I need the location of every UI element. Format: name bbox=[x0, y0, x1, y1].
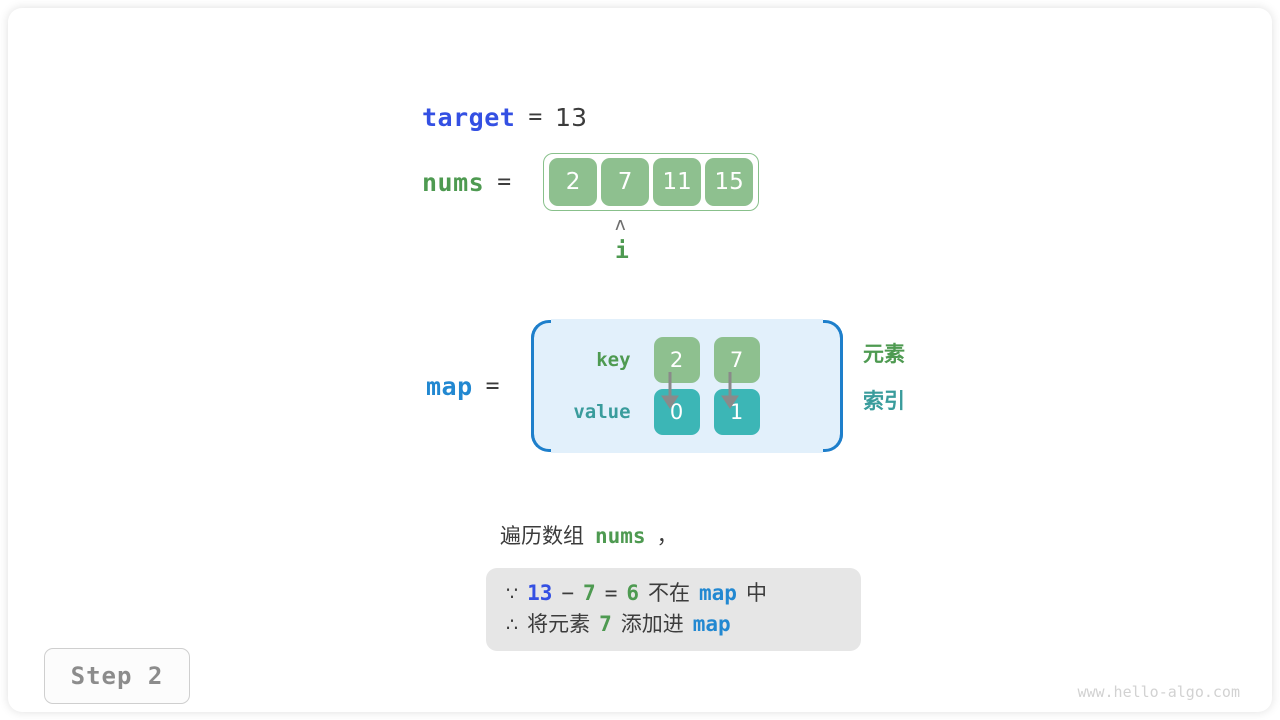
because-symbol: ∵ bbox=[506, 583, 519, 605]
legend-element-label: 元素 bbox=[863, 342, 905, 366]
note-minus-operator: − bbox=[561, 581, 575, 605]
therefore-symbol: ∴ bbox=[506, 614, 519, 636]
map-container: key 2 7 value 0 1 bbox=[530, 319, 843, 453]
map-value-cell-1: 1 bbox=[713, 389, 760, 435]
map-row: map = key 2 7 value 0 bbox=[426, 319, 843, 453]
target-label: target bbox=[422, 102, 516, 132]
nums-row: nums = 2 7 11 15 bbox=[422, 153, 760, 211]
caption-before: 遍历数组 bbox=[500, 524, 584, 548]
caption-text: 遍历数组 nums ， bbox=[500, 520, 678, 550]
map-key-cell-wrap-1: 7 bbox=[707, 337, 767, 383]
note-line-2: ∴ 将元素 7 添加进 map bbox=[506, 609, 841, 640]
nums-cell-2: 11 bbox=[653, 158, 702, 206]
site-watermark: www.hello-algo.com bbox=[1077, 683, 1240, 701]
note-line1-text1: 不在 bbox=[648, 581, 691, 605]
pointer-label: i bbox=[615, 238, 629, 264]
map-key-cell-wrap-0: 2 bbox=[647, 337, 707, 383]
map-label: map bbox=[426, 371, 473, 401]
note-line2-text2: 添加进 bbox=[620, 612, 684, 636]
map-equals-sign: = bbox=[485, 373, 500, 399]
note-complement-value: 6 bbox=[626, 581, 640, 605]
target-equals-sign: = bbox=[528, 104, 543, 130]
map-value-cell-wrap-1: 1 bbox=[707, 389, 767, 435]
note-line2-map: map bbox=[692, 612, 731, 636]
nums-cell-3: 15 bbox=[705, 158, 754, 206]
step-badge: Step 2 bbox=[44, 648, 190, 704]
caption-keyword-nums: nums bbox=[595, 524, 646, 548]
map-row-label-value: value bbox=[573, 401, 631, 423]
nums-array-container: 2 7 11 15 bbox=[543, 153, 760, 211]
map-value-cell-wrap-0: 0 bbox=[647, 389, 707, 435]
nums-cell-1: 7 bbox=[601, 158, 650, 206]
map-bracket-left bbox=[530, 320, 561, 452]
nums-equals-sign: = bbox=[497, 169, 512, 195]
note-line-1: ∵ 13 − 7 = 6 不在 map 中 bbox=[506, 578, 841, 609]
map-key-cell-1: 7 bbox=[713, 337, 760, 383]
map-row-label-key: key bbox=[596, 349, 631, 371]
caption-after: ， bbox=[656, 524, 678, 548]
note-equals-operator: = bbox=[604, 581, 618, 605]
target-row: target = 13 bbox=[422, 100, 587, 134]
pointer-caret-icon: ʌ bbox=[615, 214, 626, 235]
note-target-value: 13 bbox=[527, 581, 553, 605]
note-line2-text1: 将元素 bbox=[527, 612, 591, 636]
map-grid: key 2 7 value 0 1 bbox=[567, 334, 767, 438]
map-legend: 元素 索引 bbox=[863, 344, 905, 412]
map-key-cell-0: 2 bbox=[653, 337, 700, 383]
note-line1-text2: 中 bbox=[745, 581, 767, 605]
note-line2-number: 7 bbox=[599, 612, 612, 636]
note-current-element: 7 bbox=[583, 581, 596, 605]
legend-index-label: 索引 bbox=[863, 389, 905, 413]
map-bracket-mask-bottom bbox=[550, 447, 823, 453]
explanation-note-box: ∵ 13 − 7 = 6 不在 map 中 ∴ 将元素 7 添加进 map bbox=[486, 568, 861, 651]
note-line1-map: map bbox=[699, 581, 737, 605]
map-bracket-right bbox=[812, 320, 843, 452]
nums-label: nums bbox=[422, 167, 485, 197]
map-bracket-mask-top bbox=[550, 319, 823, 325]
nums-cell-0: 2 bbox=[549, 158, 598, 206]
slide-card: target = 13 nums = 2 7 11 15 ʌ i map = bbox=[8, 8, 1272, 712]
map-value-cell-0: 0 bbox=[653, 389, 700, 435]
target-value: 13 bbox=[555, 102, 587, 132]
